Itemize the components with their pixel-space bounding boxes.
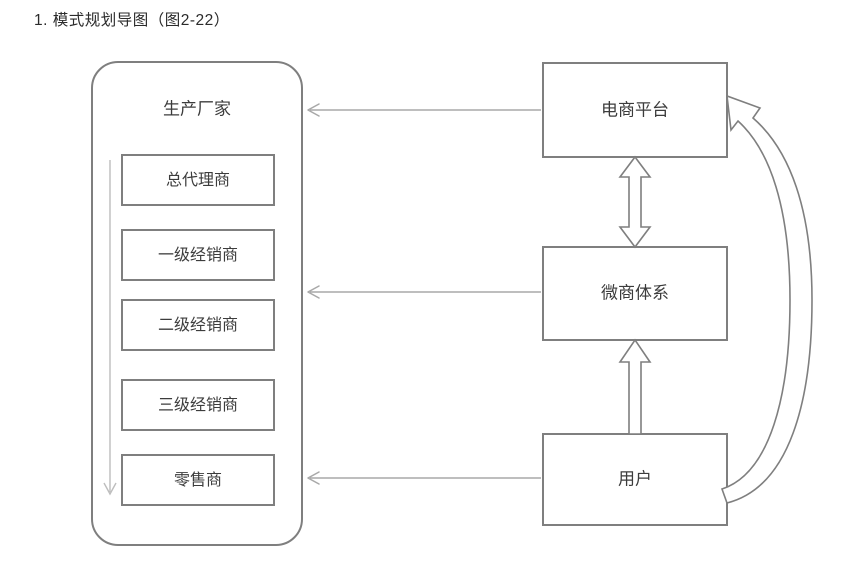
node-label: 电商平台 [601, 100, 669, 119]
connector-user-to-weishang-arrow [618, 338, 652, 435]
chain-item-4[interactable]: 零售商 [121, 454, 275, 506]
node-ecommerce-platform[interactable]: 电商平台 [542, 62, 728, 158]
chain-item-1[interactable]: 一级经销商 [121, 229, 275, 281]
node-label: 用户 [618, 469, 652, 488]
chain-item-3[interactable]: 三级经销商 [121, 379, 275, 431]
chain-item-label: 三级经销商 [158, 396, 238, 414]
chain-item-0[interactable]: 总代理商 [121, 154, 275, 206]
connector-weishang-to-group [307, 285, 541, 299]
distribution-chain-down-arrow [103, 160, 117, 496]
chain-item-2[interactable]: 二级经销商 [121, 299, 275, 351]
node-label: 微商体系 [601, 283, 669, 302]
chain-item-label: 总代理商 [166, 171, 230, 189]
manufacturer-group-heading: 生产厂家 [163, 99, 231, 118]
chain-item-box [121, 379, 275, 431]
connector-ecommerce-to-group [307, 103, 541, 117]
node-box [542, 433, 728, 526]
chain-item-box [121, 454, 275, 506]
connector-user-to-group [307, 471, 541, 485]
node-user[interactable]: 用户 [542, 433, 728, 526]
chain-item-label: 一级经销商 [158, 246, 238, 264]
chain-item-label: 零售商 [174, 471, 222, 489]
chain-item-box [121, 299, 275, 351]
chain-item-box [121, 229, 275, 281]
chain-item-label: 二级经销商 [158, 316, 238, 334]
node-box [542, 62, 728, 158]
page-title: 1. 模式规划导图（图2-22） [34, 12, 230, 29]
node-weishang-system[interactable]: 微商体系 [542, 246, 728, 341]
connector-ecommerce-weishang-double-arrow [618, 155, 652, 249]
chain-item-box [121, 154, 275, 206]
node-box [542, 246, 728, 341]
connector-user-to-ecommerce-curved-arrow [720, 94, 813, 504]
